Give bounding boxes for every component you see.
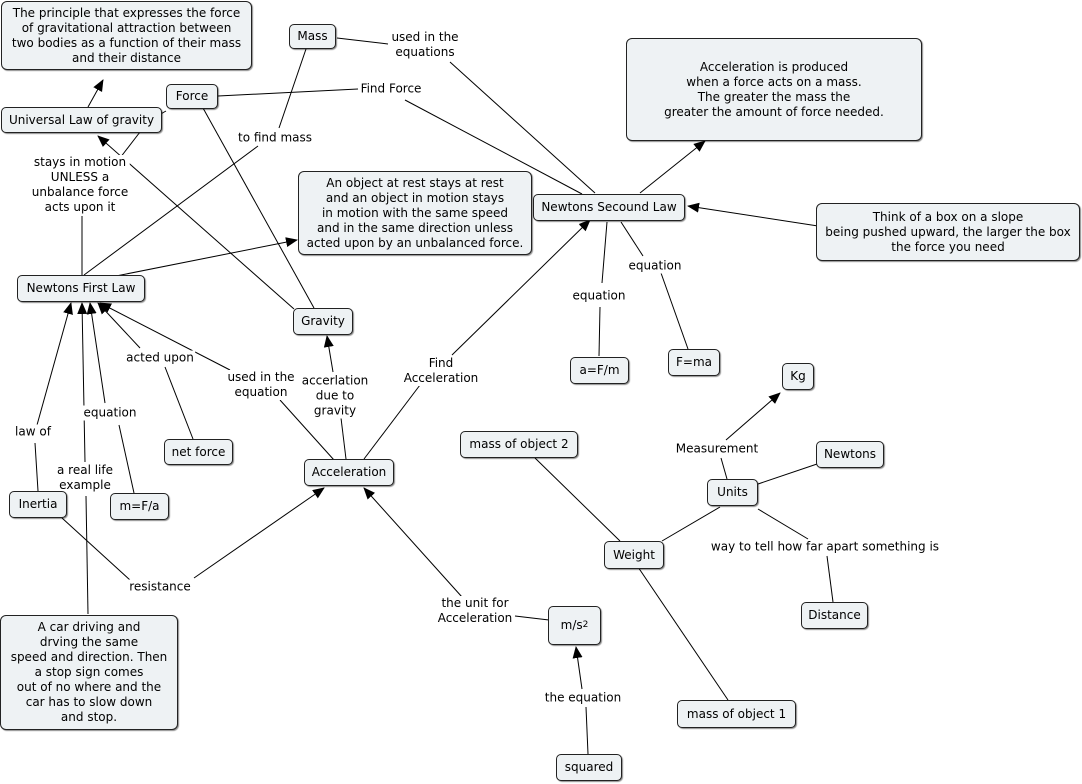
edge-force-to-gravity bbox=[202, 107, 315, 309]
node-a-equals-f-over-m[interactable]: a=F/m bbox=[570, 357, 629, 384]
link-label-equation-a: equation bbox=[571, 288, 627, 304]
node-acceleration[interactable]: Acceleration bbox=[304, 459, 394, 486]
edge-findaccel-to-second-law bbox=[451, 219, 591, 356]
edge-weight-to-mass1 bbox=[637, 566, 729, 701]
node-units[interactable]: Units bbox=[707, 479, 758, 506]
node-net-force[interactable]: net force bbox=[164, 439, 233, 465]
edge-weight-to-units bbox=[661, 506, 721, 542]
node-mass[interactable]: Mass bbox=[289, 24, 336, 49]
edge-first-law-to-def bbox=[115, 237, 298, 277]
link-label-used-in-equations: used in the equations bbox=[390, 30, 460, 60]
edge-stays-to-universal bbox=[119, 131, 141, 159]
edge-unitlabel-to-accel bbox=[363, 487, 463, 598]
link-label-stays-in-motion: stays in motion UNLESS a unbalance force… bbox=[30, 155, 130, 215]
edge-eqlabel-to-first-law bbox=[86, 302, 106, 404]
link-label-equation-f: equation bbox=[627, 258, 683, 274]
ms2-exponent: 2 bbox=[582, 620, 589, 630]
node-force[interactable]: Force bbox=[166, 84, 218, 109]
edge-accel-to-gravity-label bbox=[340, 417, 347, 460]
node-kg[interactable]: Kg bbox=[782, 363, 814, 390]
node-newtons-unit[interactable]: Newtons bbox=[816, 441, 884, 468]
node-weight[interactable]: Weight bbox=[604, 541, 664, 569]
edge-accel-to-used-eq bbox=[279, 399, 335, 461]
edge-waytotell-to-distance bbox=[826, 555, 834, 603]
edge-units-to-waytotell bbox=[757, 508, 809, 540]
edge-findmass-to-first-law bbox=[83, 145, 259, 276]
edge-eq-f-to-fform bbox=[660, 272, 689, 350]
edge-squared-to-eqlabel bbox=[585, 706, 589, 755]
edge-universal-to-def bbox=[87, 79, 104, 108]
edge-inertia-to-lawof bbox=[34, 442, 39, 492]
edge-units-to-newtons bbox=[757, 462, 821, 485]
node-mass-of-object-2[interactable]: mass of object 2 bbox=[460, 431, 578, 458]
edge-second-law-to-eq-a bbox=[601, 221, 608, 284]
node-inertia[interactable]: Inertia bbox=[9, 491, 67, 518]
node-newtons-second-law[interactable]: Newtons Secound Law bbox=[533, 194, 685, 221]
edge-ms2-to-unitlabel bbox=[514, 615, 550, 621]
node-mass-of-object-1[interactable]: mass of object 1 bbox=[677, 700, 796, 728]
edge-inertia-to-resistance bbox=[61, 517, 131, 581]
link-label-real-life-example: a real life example bbox=[56, 463, 114, 493]
edge-resistance-to-accel bbox=[193, 487, 325, 579]
edge-netforce-to-acted bbox=[164, 366, 194, 440]
node-acceleration-definition[interactable]: Acceleration is produced when a force ac… bbox=[626, 38, 922, 141]
edge-units-to-measurement bbox=[720, 457, 728, 480]
node-f-equals-ma[interactable]: F=ma bbox=[668, 349, 720, 376]
edge-findforce-to-second-law bbox=[404, 99, 583, 195]
link-label-acceleration-due-to-gravity: accerlation due to gravity bbox=[300, 373, 370, 419]
edge-second-law-to-accel-def bbox=[639, 140, 706, 194]
edge-lawof-to-first-law bbox=[36, 302, 73, 426]
edge-second-law-to-eq-f bbox=[620, 221, 644, 257]
link-label-unit-for-acceleration: the unit for Acceleration bbox=[436, 596, 514, 626]
edge-mass2-to-weight bbox=[534, 457, 621, 542]
node-box-example[interactable]: Think of a box on a slope being pushed u… bbox=[816, 203, 1080, 261]
link-label-the-equation: the equation bbox=[543, 690, 623, 706]
ms2-base-text: m/s bbox=[560, 618, 583, 632]
link-label-acted-upon: acted upon bbox=[125, 350, 195, 366]
link-label-measurement: Measurement bbox=[674, 441, 760, 457]
link-label-used-in-equation: used in the equation bbox=[226, 370, 296, 400]
node-m-equals-f-over-a[interactable]: m=F/a bbox=[110, 493, 169, 520]
node-gravity[interactable]: Gravity bbox=[293, 308, 353, 335]
edge-force-to-findforce bbox=[217, 88, 359, 97]
edge-mass-to-second-law bbox=[336, 37, 389, 45]
node-universal-law-definition[interactable]: The principle that expresses the force o… bbox=[1, 1, 252, 70]
link-label-equation-m: equation bbox=[82, 405, 138, 421]
edge-mass-to-findmass bbox=[278, 48, 307, 129]
edge-used-eq-to-second-law bbox=[449, 61, 596, 194]
node-distance[interactable]: Distance bbox=[801, 602, 868, 629]
link-label-law-of: law of bbox=[14, 424, 52, 440]
link-label-way-to-tell: way to tell how far apart something is bbox=[709, 539, 941, 555]
edge-meq-to-eqlabel bbox=[118, 424, 135, 494]
node-newtons-first-law[interactable]: Newtons First Law bbox=[17, 275, 145, 302]
node-first-law-definition[interactable]: An object at rest stays at rest and an o… bbox=[298, 171, 532, 255]
link-label-find-force: Find Force bbox=[359, 81, 423, 97]
node-car-example[interactable]: A car driving and drving the same speed … bbox=[0, 615, 178, 730]
link-label-to-find-mass: to find mass bbox=[236, 130, 314, 146]
edge-reallife-to-first-law bbox=[77, 302, 88, 463]
edge-box-to-second-law bbox=[687, 202, 819, 227]
edge-acted-to-first-law bbox=[97, 302, 141, 349]
edge-gravity-to-universal bbox=[97, 135, 295, 310]
edge-accel-to-findaccel bbox=[363, 384, 421, 460]
edge-eqlabel-to-ms2 bbox=[572, 646, 583, 690]
node-squared[interactable]: squared bbox=[556, 754, 622, 781]
edge-used-eq-to-first-law bbox=[99, 302, 231, 371]
edge-measurement-to-kg bbox=[725, 392, 781, 441]
link-label-resistance: resistance bbox=[128, 579, 192, 595]
link-label-find-acceleration: Find Acceleration bbox=[402, 356, 480, 386]
edge-eq-a-to-aform bbox=[598, 306, 601, 357]
edge-car-to-reallife bbox=[85, 495, 89, 615]
edge-gravity-label-to-gravity bbox=[323, 335, 334, 373]
node-universal-law-of-gravity[interactable]: Universal Law of gravity bbox=[1, 107, 162, 133]
